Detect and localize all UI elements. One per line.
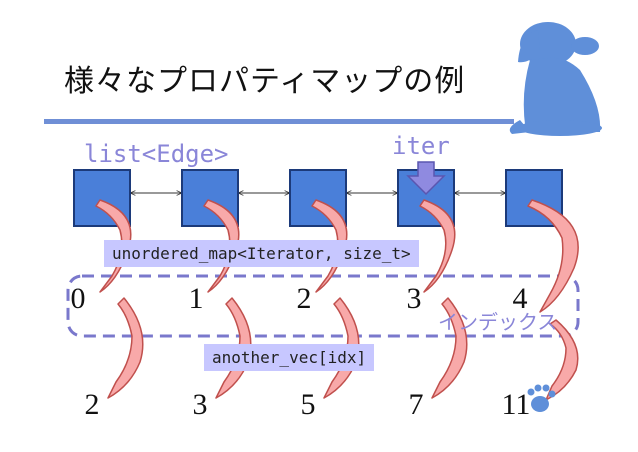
- index-1: 1: [188, 282, 204, 315]
- iter-arrow-icon: [406, 161, 446, 196]
- paw-icon: [527, 384, 556, 412]
- value-4: 11: [501, 388, 531, 421]
- map-arrow-3: [311, 199, 348, 293]
- index-2: 2: [296, 282, 312, 315]
- map-label: unordered_map<Iterator, size_t>: [104, 240, 419, 267]
- value-1: 3: [192, 388, 208, 421]
- index-4: 4: [512, 282, 528, 315]
- vec-label: another_vec[idx]: [204, 344, 375, 371]
- list-label: list<Edge>: [84, 140, 229, 168]
- value-3: 7: [408, 388, 424, 421]
- value-2: 5: [300, 388, 316, 421]
- value-arrow-1: [107, 297, 144, 399]
- map-arrow-5: [527, 199, 579, 313]
- index-3: 3: [406, 282, 422, 315]
- iter-label: iter: [392, 132, 450, 160]
- value-arrow-2: [215, 297, 252, 399]
- map-arrow-4: [419, 199, 456, 293]
- map-arrow-2: [203, 199, 240, 293]
- index-label: インデックス: [438, 310, 558, 334]
- index-0: 0: [70, 282, 86, 315]
- value-arrow-4: [431, 297, 468, 399]
- value-0: 2: [84, 388, 100, 421]
- title-underline: [44, 119, 514, 124]
- map-arrow-1: [95, 199, 132, 293]
- slide-title: 様々なプロパティマップの例: [64, 64, 466, 99]
- index-region: [66, 274, 580, 338]
- value-arrow-5: [545, 319, 579, 401]
- value-arrow-3: [323, 297, 360, 399]
